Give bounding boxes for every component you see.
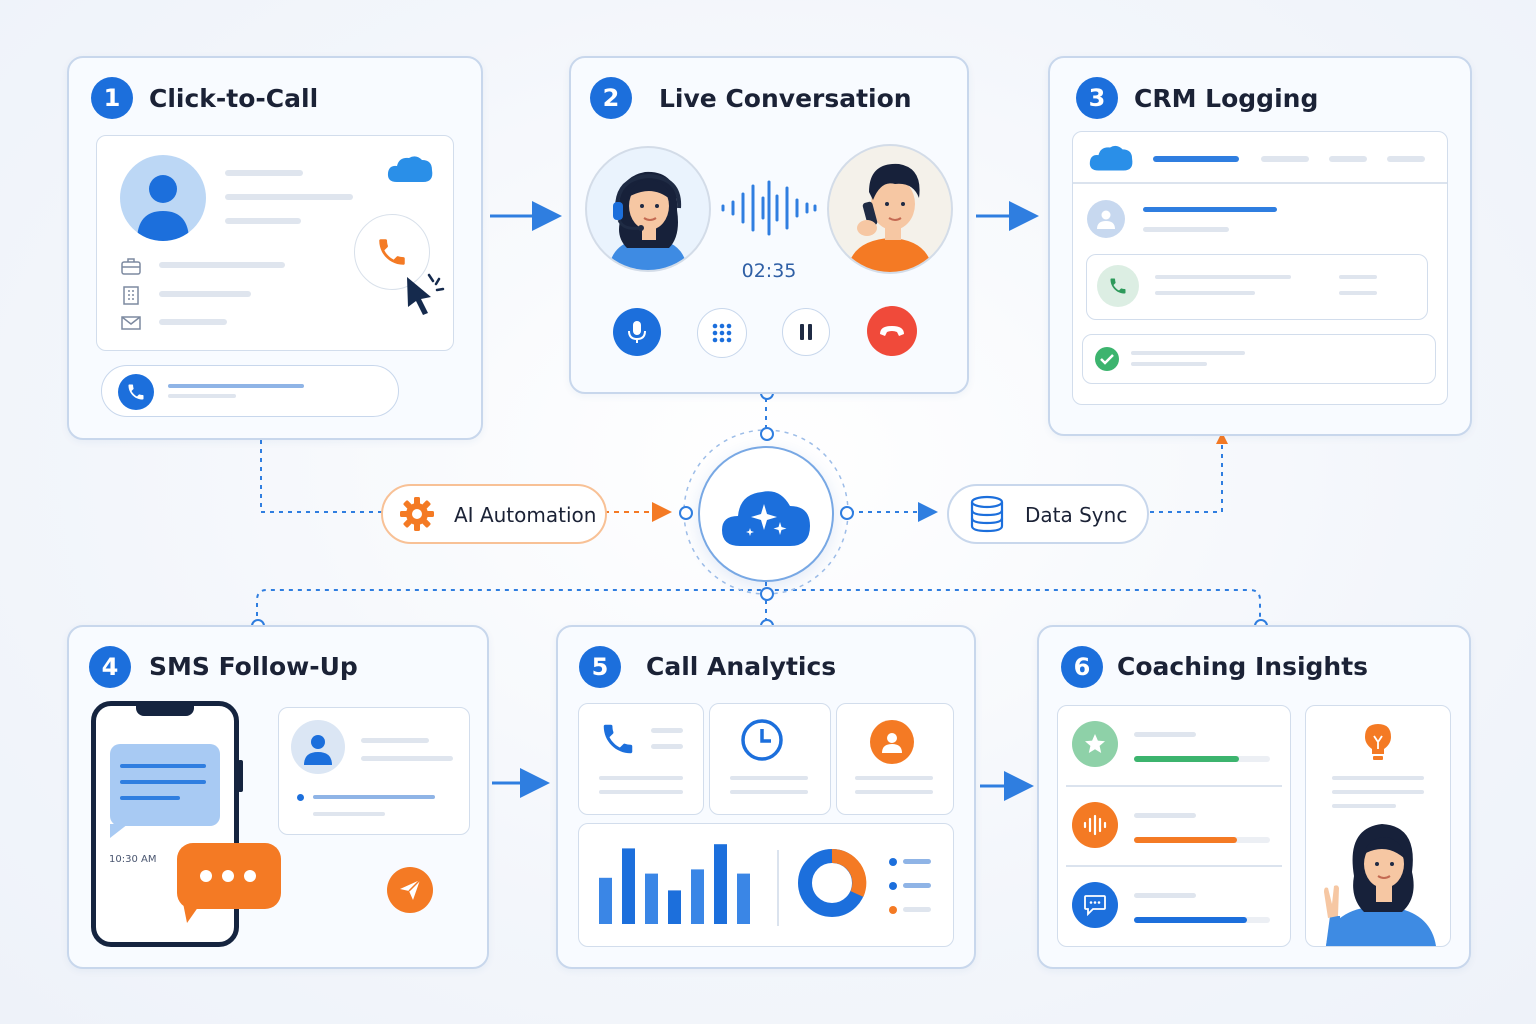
panel-title: Live Conversation <box>659 84 912 113</box>
panel-title: SMS Follow-Up <box>149 652 358 681</box>
data-sync-label: Data Sync <box>1025 503 1128 527</box>
message-bubble <box>110 744 220 826</box>
phone-icon <box>118 374 154 410</box>
lightbulb-icon <box>1365 724 1391 760</box>
phone-icon <box>1097 265 1139 307</box>
calls-metric-card <box>578 703 704 815</box>
panel-title: Call Analytics <box>646 652 837 681</box>
step-badge: 3 <box>1076 77 1118 119</box>
mail-icon <box>121 315 141 335</box>
panel-click-to-call: 1 Click-to-Call <box>67 56 483 440</box>
phone-icon <box>603 724 633 754</box>
contact-card <box>96 135 454 351</box>
user-icon <box>870 720 914 764</box>
chat-icon <box>1072 882 1118 928</box>
waveform-icon <box>719 180 819 240</box>
check-icon <box>1095 347 1119 371</box>
clock-icon <box>741 719 783 761</box>
contact-preview-card <box>278 707 470 835</box>
bar <box>714 844 727 924</box>
keypad-icon <box>712 323 732 343</box>
briefcase-icon <box>121 257 141 279</box>
progress-fill <box>1134 837 1237 843</box>
phone-device: 10:30 AM <box>91 701 243 947</box>
typing-bubble <box>177 843 281 909</box>
user-icon <box>1087 200 1125 238</box>
step-badge: 6 <box>1061 646 1103 688</box>
panel-title: CRM Logging <box>1134 84 1319 113</box>
bar <box>622 848 635 924</box>
link-bus <box>256 589 1261 625</box>
phone-icon <box>379 239 405 265</box>
donut-chart <box>798 848 867 917</box>
hold-button[interactable] <box>782 308 830 356</box>
logged-entry[interactable] <box>1082 334 1436 384</box>
bar <box>645 873 658 924</box>
connector-dot <box>679 506 693 520</box>
end-call-icon <box>880 326 904 336</box>
pause-icon <box>800 324 812 340</box>
cloud-icon <box>1087 141 1135 179</box>
microphone-icon <box>628 321 646 343</box>
bar <box>691 869 704 924</box>
progress-fill <box>1134 917 1247 923</box>
end-call-button[interactable] <box>867 306 917 356</box>
bar-chart <box>599 844 750 924</box>
panel-coaching-insights: 6 Coaching Insights <box>1037 625 1471 969</box>
bar <box>599 877 612 924</box>
call-timer: 02:35 <box>741 260 797 282</box>
step-badge: 5 <box>579 646 621 688</box>
ai-automation-label: AI Automation <box>454 503 597 527</box>
customer-avatar <box>827 144 953 274</box>
contact-avatar <box>120 155 206 241</box>
mute-button[interactable] <box>613 308 661 356</box>
step-badge: 2 <box>590 77 632 119</box>
connector-dot <box>760 587 774 601</box>
send-button[interactable] <box>387 867 433 913</box>
step-badge: 1 <box>91 77 133 119</box>
waveform-icon <box>1072 802 1118 848</box>
panel-crm-logging: 3 CRM Logging <box>1048 56 1472 436</box>
data-sync-pill: Data Sync <box>947 484 1149 544</box>
database-icon <box>969 495 1005 537</box>
step-badge: 4 <box>89 646 131 688</box>
cloud-hub <box>698 446 834 582</box>
keypad-button[interactable] <box>697 308 747 358</box>
link-sync-3 <box>1150 436 1223 513</box>
progress-fill <box>1134 756 1239 762</box>
crm-record <box>1072 131 1448 405</box>
bar <box>668 890 681 924</box>
panel-call-analytics: 5 Call Analytics <box>556 625 976 969</box>
cloud-icon <box>385 152 435 190</box>
ai-automation-pill: AI Automation <box>381 484 607 544</box>
building-icon <box>122 285 140 309</box>
call-button[interactable] <box>354 214 430 290</box>
bar <box>737 873 750 924</box>
insights-list <box>1057 705 1291 947</box>
gear-icon <box>399 496 435 536</box>
analytics-chart-card <box>578 823 954 947</box>
coach-card <box>1305 705 1451 947</box>
agent-metric-card <box>836 703 954 815</box>
panel-sms-follow-up: 4 SMS Follow-Up 10:30 AM <box>67 625 489 969</box>
link-1-automation <box>260 440 382 513</box>
connector-dot <box>840 506 854 520</box>
star-icon <box>1072 721 1118 767</box>
message-time: 10:30 AM <box>109 854 157 865</box>
cloud-icon <box>722 491 810 546</box>
panel-title: Click-to-Call <box>149 84 319 113</box>
agent-avatar <box>585 146 711 272</box>
dial-bar[interactable] <box>101 365 399 417</box>
send-icon <box>400 879 421 900</box>
cursor-icon <box>403 269 455 329</box>
user-icon <box>291 720 345 774</box>
panel-live-conversation: 2 Live Conversation 02:35 <box>569 56 969 394</box>
duration-metric-card <box>709 703 831 815</box>
connector-dot <box>760 427 774 441</box>
panel-title: Coaching Insights <box>1117 652 1369 681</box>
coach-illustration <box>1324 824 1436 946</box>
call-log-entry[interactable] <box>1086 254 1428 320</box>
